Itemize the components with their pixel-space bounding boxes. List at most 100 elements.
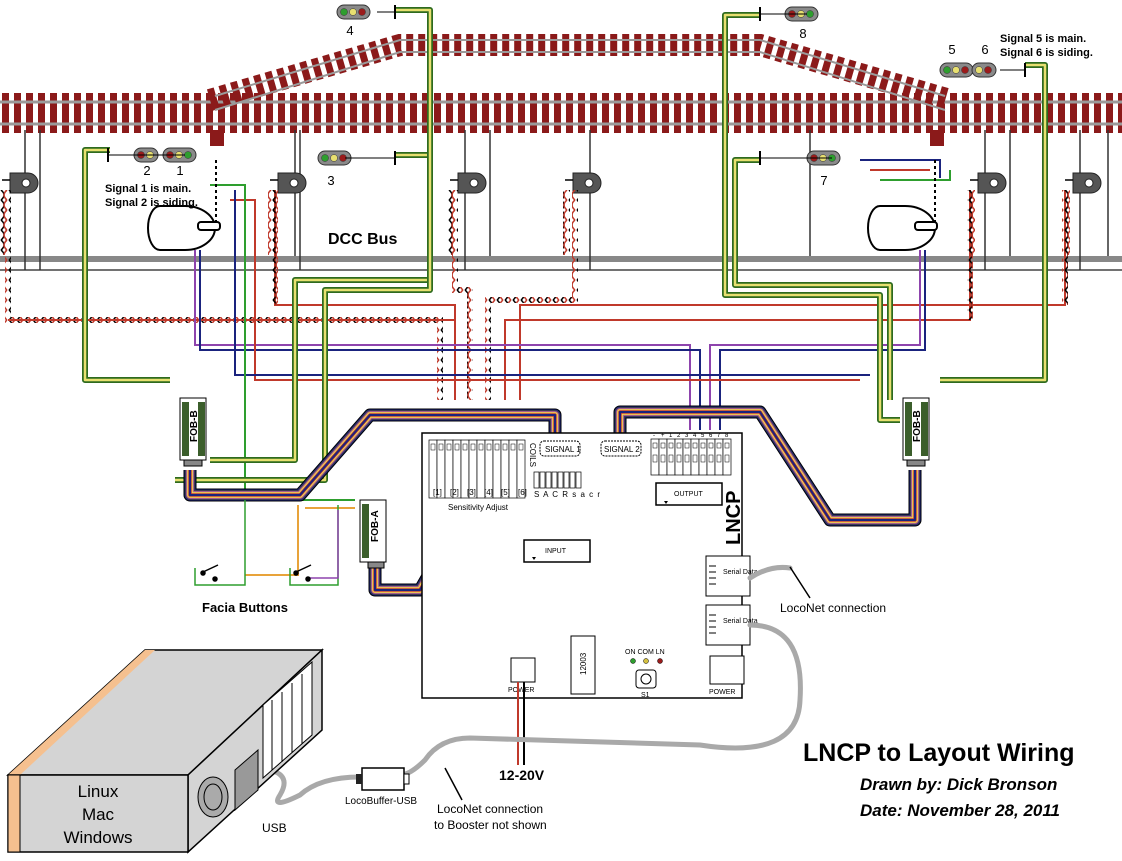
output-terminal[interactable]	[698, 438, 708, 476]
jumper[interactable]	[563, 471, 570, 489]
note-signal5: Signal 5 is main.	[1000, 33, 1086, 45]
locobuffer-usb: LocoBuffer-USB	[345, 767, 417, 807]
jumper[interactable]	[533, 471, 540, 489]
track-ties	[0, 93, 1122, 133]
current-detector	[1063, 172, 1102, 255]
note-signal6: Signal 6 is siding.	[1000, 47, 1093, 59]
fob-a: FOB-A	[359, 499, 387, 569]
signal-2: 2	[133, 147, 159, 178]
serial-data-port-1[interactable]: Serial Data	[705, 555, 758, 597]
signal-mast	[759, 151, 832, 165]
loconet-arrow	[789, 566, 811, 599]
output-pin-label: 1	[669, 433, 673, 439]
signal-8: 8	[784, 6, 819, 41]
current-detector	[448, 172, 487, 255]
signal-lamp-yellow	[330, 154, 338, 162]
signal-5: 5	[939, 42, 974, 78]
siding-track	[206, 34, 954, 146]
signal-mast	[1000, 63, 1026, 77]
signal2-connector-label: SIGNAL 2	[604, 445, 640, 454]
sensitivity-pot-2[interactable]: [2]	[450, 488, 459, 497]
locobuffer-label: LocoBuffer-USB	[345, 796, 417, 807]
diagram-title: LNCP to Layout Wiring	[803, 739, 1075, 767]
output-connector[interactable]: OUTPUT	[655, 482, 723, 506]
led-com	[643, 658, 649, 664]
power-jack-right[interactable]: POWER	[709, 655, 745, 696]
output-terminal[interactable]	[658, 438, 668, 476]
sensitivity-pot-4[interactable]: [4]	[484, 488, 493, 497]
coil-terminal[interactable]	[508, 439, 518, 499]
power-right-label: POWER	[709, 689, 735, 696]
main-track	[0, 93, 1122, 133]
signal-lamp-green	[943, 66, 951, 74]
signal-mast	[759, 7, 807, 21]
fob-b-left: FOB-B	[179, 397, 207, 467]
jumpers	[533, 471, 582, 489]
facia-button-2[interactable]	[289, 505, 339, 586]
sensitivity-pot-5[interactable]: [5]	[501, 488, 510, 497]
signal1-connector[interactable]: SIGNAL 1	[539, 440, 581, 457]
jumper[interactable]	[545, 471, 552, 489]
serial-data-label-1: Serial Data	[723, 569, 758, 576]
coil-terminal[interactable]	[516, 439, 526, 499]
facia-buttons-label: Facia Buttons	[202, 600, 288, 615]
output-terminal[interactable]	[682, 438, 692, 476]
output-pin-label: -	[653, 433, 655, 439]
signal-lamp-green	[806, 10, 814, 18]
signal-mast	[107, 148, 185, 162]
jumper[interactable]	[569, 471, 576, 489]
serial-data-port-2[interactable]: Serial Data	[705, 604, 758, 646]
signal-lamp-yellow	[975, 66, 983, 74]
note-signal2: Signal 2 is siding.	[105, 197, 198, 209]
jumper[interactable]	[539, 471, 546, 489]
output-terminal[interactable]	[650, 438, 660, 476]
power-terminal-left[interactable]: POWER	[508, 657, 536, 694]
sensitivity-pot-3[interactable]: [3]	[467, 488, 476, 497]
jumper-letters: S A C R s a c r	[534, 490, 601, 499]
sensitivity-adjust-label: Sensitivity Adjust	[448, 503, 509, 512]
power-left-label: POWER	[508, 687, 534, 694]
input-connector[interactable]: INPUT	[523, 539, 591, 563]
booster-label-line1: LocoNet connection	[437, 802, 543, 816]
output-terminal[interactable]	[666, 438, 676, 476]
jumper[interactable]	[575, 471, 582, 489]
chip-label: 12003	[579, 652, 588, 675]
signal-number: 4	[346, 23, 353, 38]
drawing-date: Date: November 28, 2011	[860, 801, 1060, 820]
output-terminal[interactable]	[714, 438, 724, 476]
output-terminal[interactable]	[722, 438, 732, 476]
signal-6: 6	[971, 42, 997, 78]
signal-mast	[345, 151, 396, 165]
voltage-label: 12-20V	[499, 767, 545, 783]
facia-button-1[interactable]	[194, 500, 246, 586]
signal-1: 1	[162, 147, 197, 178]
output-terminal[interactable]	[674, 438, 684, 476]
os-windows: Windows	[64, 828, 133, 847]
signal-4: 4	[336, 4, 371, 38]
output-terminal[interactable]	[690, 438, 700, 476]
signal1-connector-label: SIGNAL 1	[545, 445, 581, 454]
jumper[interactable]	[557, 471, 564, 489]
switch-s1[interactable]: S1	[635, 669, 657, 699]
coil-terminals	[428, 439, 526, 499]
signal-number: 7	[820, 173, 827, 188]
output-pin-label: 2	[677, 433, 681, 439]
switch-machine-right	[867, 160, 938, 251]
output-pin-label: 3	[685, 433, 689, 439]
signal2-connector[interactable]: SIGNAL 2	[600, 440, 642, 457]
sensitivity-pot-6[interactable]: [6]	[518, 488, 527, 497]
signal-7: 7	[806, 150, 841, 188]
jumper[interactable]	[551, 471, 558, 489]
output-pin-label: 5	[701, 433, 705, 439]
fob-b-right-label: FOB-B	[912, 410, 923, 442]
signal-number: 3	[327, 173, 334, 188]
signal-mast	[377, 5, 396, 19]
switch-s1-label: S1	[641, 692, 650, 699]
coil-terminal[interactable]	[492, 439, 502, 499]
sensitivity-pot-1[interactable]: [1]	[433, 488, 442, 497]
output-terminal[interactable]	[706, 438, 716, 476]
fob-b-right: FOB-B	[902, 397, 930, 467]
